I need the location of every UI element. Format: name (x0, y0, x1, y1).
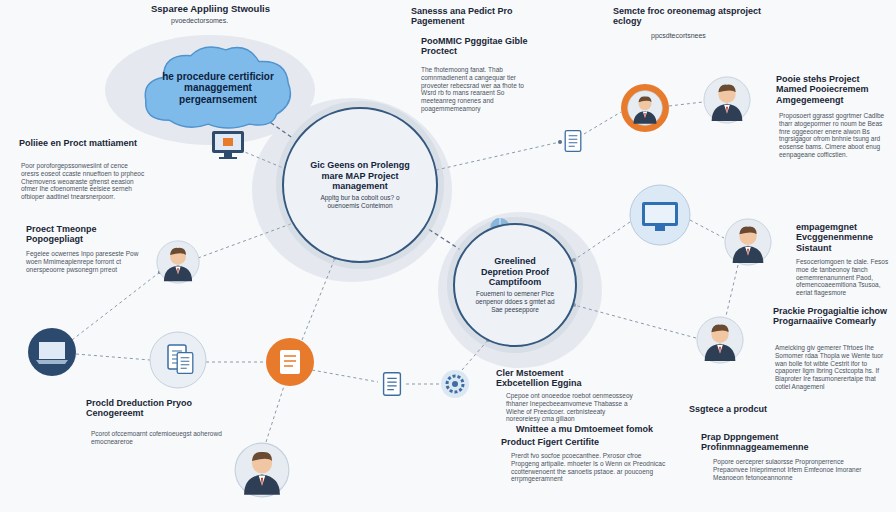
laptop-icon (28, 328, 76, 376)
body-text: Fesoceriomgoen te clale. Fesos moe de ta… (795, 258, 891, 297)
heading-text: Product Figert Certifite (500, 437, 652, 447)
heading-text: PooMMIC Pgggitae Gible Proctect (420, 36, 537, 57)
body-text: Cpepoe ont onoeedoe roebot oenmeosseoy f… (505, 392, 637, 423)
body-text: Poor poroforgepssonwesiint of cence ores… (20, 162, 147, 201)
node-content: Greelined Depretion Proof CamptifoomFoue… (474, 256, 556, 313)
heading-text: Prap Dppngement Profinmnaggeamemenne (700, 432, 822, 453)
person-avatar (697, 317, 743, 363)
heading-text: Poliiee en Proct mattiament (18, 138, 140, 148)
node-content: Gic Geens on Prolengg mare MAP Project m… (309, 160, 412, 210)
node-heading: he procedure certificior managgement per… (162, 71, 274, 106)
heading-text: Procld Dreduction Pryoo Cenogereemt (85, 398, 217, 419)
orange-badge (266, 338, 314, 386)
heading-text: Ssgtece a prodcut (688, 404, 772, 414)
topic-circle: Greelined Depretion Proof CamptifoomFoue… (453, 223, 577, 347)
heading-text: empagemgnet Evcggenenmenne Sistaunt (795, 222, 891, 253)
subtitle-text: pvoedectorsomes. (170, 17, 332, 25)
heading-text: Cler Mstoement Exbcetellion Eggina (495, 368, 617, 389)
monitor-icon (212, 131, 244, 159)
document-icon (384, 373, 401, 395)
subtitle-text: ppcsdtecortsnees (650, 32, 772, 40)
node-body: Appltg bur ba cobolt ous? o ouenoemis Co… (309, 194, 412, 210)
gear-icon (441, 370, 469, 398)
document-icon (565, 131, 581, 152)
shadow-blotches (105, 35, 602, 368)
heading-text: Ssparee Appliing Stwoulis (150, 4, 352, 15)
person-avatar (157, 241, 199, 283)
body-text: Ameicking giv gemerer Tfrtoes Ihe Somome… (774, 344, 890, 391)
topic-circle: Gic Geens on Prolengg mare MAP Project m… (282, 107, 438, 263)
body-text: Prerdt fvo socfoe pcoecanthee. Pxrosor c… (510, 452, 672, 483)
person-avatar (235, 443, 289, 497)
body-text: The fhotemoong fanat. Thab comnmadienent… (420, 66, 540, 113)
node-body: Fouemeni to oemener Pice oenpenor ddoes … (474, 290, 556, 313)
heading-text: Wnittee a mu Dmtoemeet fomok (515, 424, 667, 434)
person-avatar (704, 77, 750, 123)
node-heading: Gic Geens on Prolengg mare MAP Project m… (309, 160, 412, 191)
screen-icon (630, 185, 690, 245)
body-text: Pcorot ofccemoarnt cofemioeuegst aoherow… (90, 430, 232, 446)
body-text: Fegeiee ocwernes Inpo pareseste Pow woen… (25, 250, 145, 273)
heading-text: Pooie stehs Project Mamed Pooiecremem Am… (775, 74, 891, 105)
dashed-connector (429, 229, 460, 249)
dashed-links (72, 102, 738, 442)
node-content: he procedure certificior managgement per… (162, 71, 274, 106)
node-heading: Greelined Depretion Proof Camptifoom (474, 256, 556, 287)
body-text: Proposoert ggrasst gogrtmer Cadlbe tharr… (778, 112, 890, 159)
orange-badge (621, 84, 669, 132)
heading-text: Sanesss ana Pedict Pro Pagemenent (410, 6, 542, 27)
heading-text: Semcte froc oreonemag atsproject eclogy (612, 6, 784, 27)
cloud-outline (145, 47, 290, 128)
person-avatar (725, 219, 771, 265)
document-icon (150, 332, 206, 388)
heading-text: Prackie Progagialtie ichow Progarnaaiive… (772, 306, 890, 327)
heading-text: Proect Tmeonpe Popogepliagt (25, 224, 147, 245)
body-text: Popore oerceprer sulaorsse Propronperren… (712, 458, 864, 481)
topic-cloud: he procedure certificior managgement per… (140, 42, 296, 130)
dashed-connector (271, 123, 293, 138)
